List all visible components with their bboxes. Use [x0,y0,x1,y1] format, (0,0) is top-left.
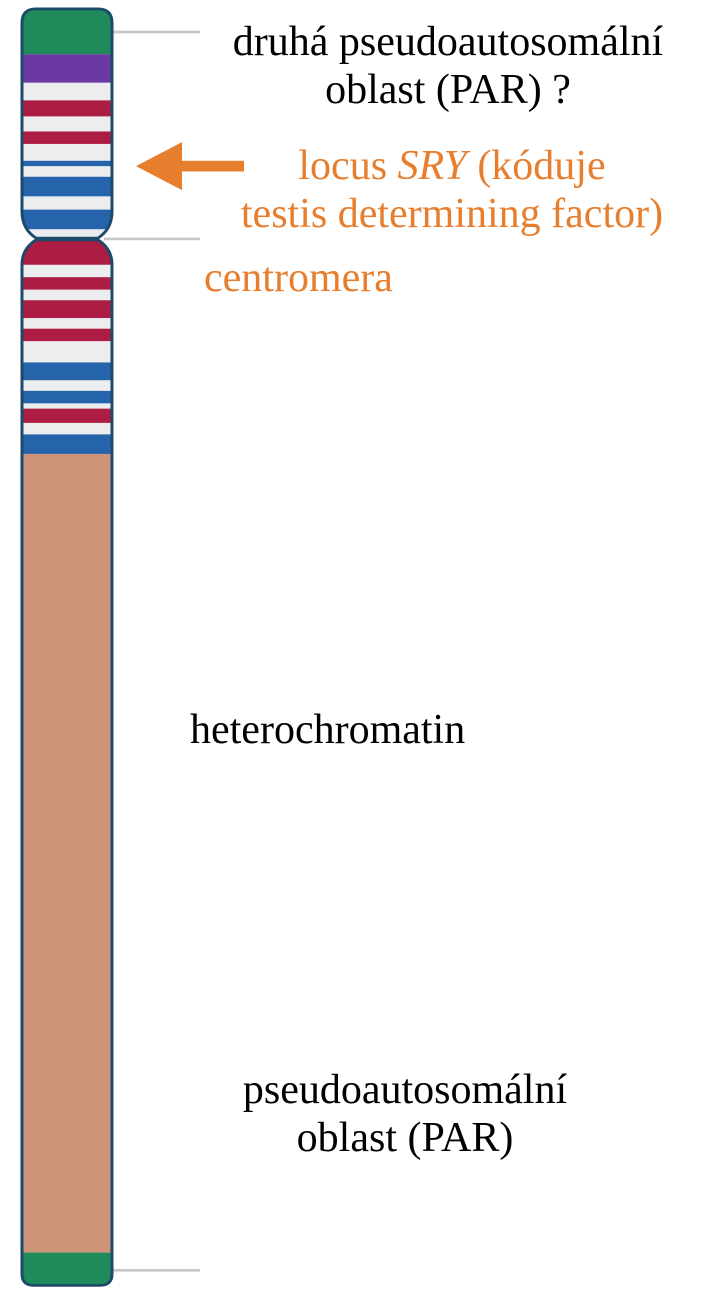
leader-lines [104,32,200,1270]
band-red [20,300,115,318]
label-sry-locus: locus SRY (kóduje testis determining fac… [232,142,672,238]
label-heterochromatin: heterochromatin [190,706,465,754]
label-par1-line1: pseudoautosomální [190,1066,620,1114]
label-par2-line1: druhá pseudoautosomální [188,18,708,66]
par2-region [20,7,115,54]
band-blue [20,210,115,230]
label-sry-line2: testis determining factor) [232,190,672,238]
label-sry-gene: SRY [398,143,467,189]
band-red [20,100,115,116]
label-sry-suffix: (kóduje [477,143,605,189]
label-par1: pseudoautosomální oblast (PAR) [190,1066,620,1162]
chromosome-short-arm [20,7,115,240]
band-blue [20,177,115,197]
chromosome-long-arm [20,238,115,1288]
band-red [20,131,115,143]
label-sry-prefix: locus [298,143,387,189]
band-red [20,409,115,423]
band-purple [20,54,115,82]
label-par2: druhá pseudoautosomální oblast (PAR) ? [188,18,708,114]
label-par2-line2: oblast (PAR) ? [188,66,708,114]
band-red [20,329,115,341]
heterochromatin-region [20,454,115,1253]
band-blue [20,391,115,403]
band-blue [20,161,115,166]
band-red [20,277,115,289]
band-blue [20,362,115,380]
band-blue [20,434,115,454]
sry-arrow [136,142,244,190]
label-par1-line2: oblast (PAR) [190,1114,620,1162]
par1-region [20,1253,115,1289]
label-sry-line1: locus SRY (kóduje [232,142,672,190]
label-centromere: centromera [204,254,393,302]
